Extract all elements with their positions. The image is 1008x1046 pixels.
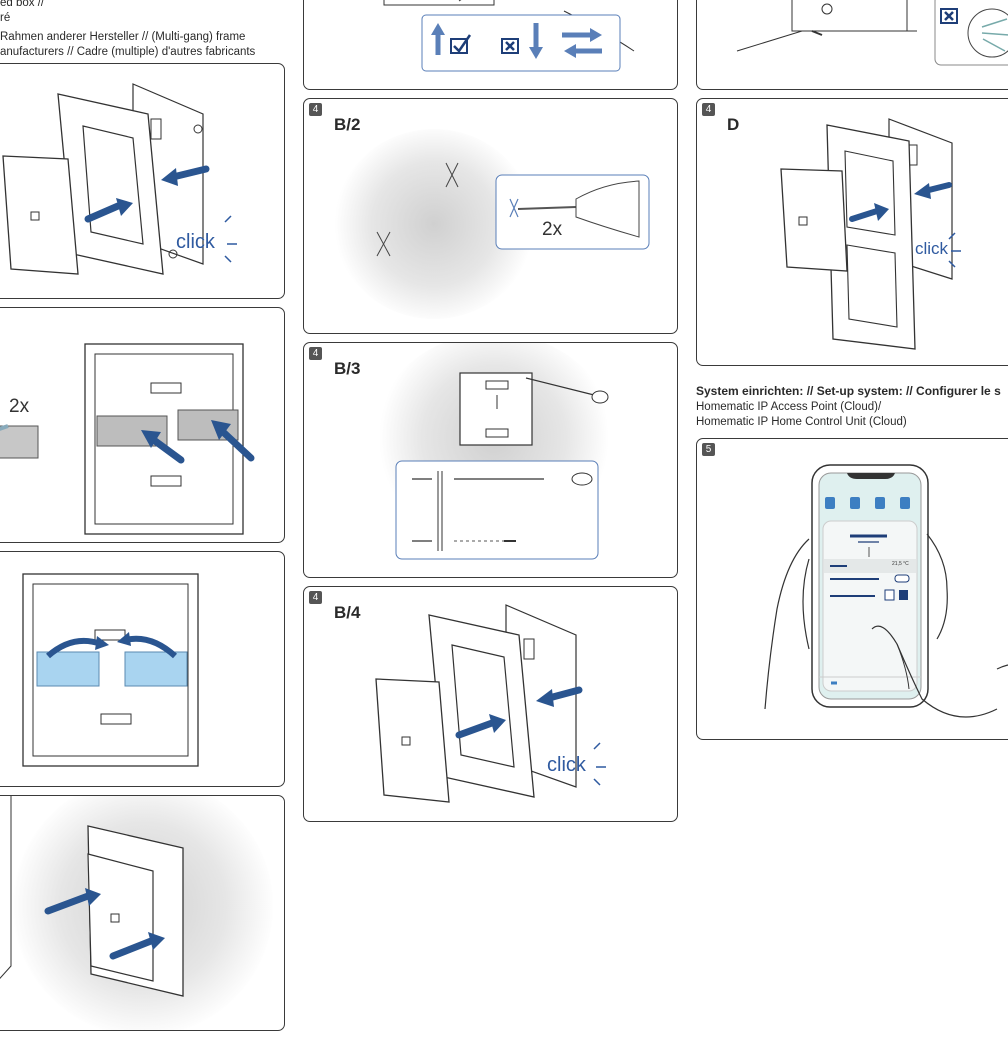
caption-line-4: anufacturers // Cadre (multiple) d'autre… xyxy=(0,45,255,60)
setup-title: System einrichten: // Set-up system: // … xyxy=(696,384,1001,399)
panel-orientation xyxy=(303,0,678,90)
panel-b4: 4 B/4 click xyxy=(303,586,678,822)
phone-temperature: 21,5 °C xyxy=(892,561,909,567)
setup-line-2: Homematic IP Home Control Unit (Cloud) xyxy=(696,415,907,430)
panel-b2: 4 B/2 2x xyxy=(303,98,678,334)
panel-wiring xyxy=(696,0,1008,90)
d-install-illustration xyxy=(697,99,1008,366)
phone-illustration xyxy=(697,439,1008,740)
click-label: click xyxy=(915,239,948,259)
drill-count-label: 2x xyxy=(542,219,562,241)
caption-line-3: Rahmen anderer Hersteller // (Multi-gang… xyxy=(0,30,245,45)
caption-line-2: ré xyxy=(0,11,10,26)
adhesive-strips-illustration xyxy=(0,308,285,543)
click-indicator-lines xyxy=(0,64,285,299)
orientation-illustration xyxy=(304,0,678,90)
panel-app-setup: 5 21,5 °C xyxy=(696,438,1008,740)
wiring-illustration xyxy=(697,0,1008,90)
b4-install-illustration xyxy=(304,587,678,822)
click-label: click xyxy=(547,754,586,777)
drill-marks-illustration xyxy=(304,99,678,334)
panel-wall-mount xyxy=(0,795,285,1031)
panel-frame-install: click xyxy=(0,63,285,299)
panel-bend-strips xyxy=(0,551,285,787)
screw-mount-illustration xyxy=(304,343,678,578)
wall-mount-illustration xyxy=(0,796,285,1031)
bend-strips-illustration xyxy=(0,552,285,787)
panel-d: 4 D click xyxy=(696,98,1008,366)
caption-line-1: ed box // xyxy=(0,0,44,11)
panel-adhesive-strips: 2x xyxy=(0,307,285,543)
setup-line-1: Homematic IP Access Point (Cloud)/ xyxy=(696,400,881,415)
panel-b3: 4 B/3 xyxy=(303,342,678,578)
